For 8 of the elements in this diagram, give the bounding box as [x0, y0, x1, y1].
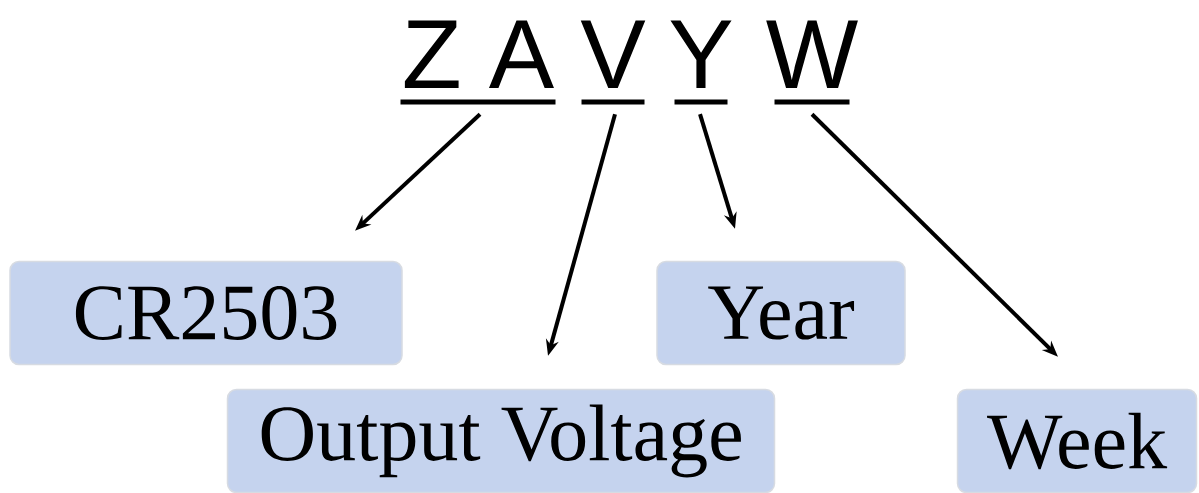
underlined-letters: Z A	[400, 20, 556, 105]
underlined-letters: Y	[670, 20, 732, 105]
label-box: Week	[956, 388, 1198, 493]
underlined-letters: V	[580, 20, 646, 105]
underlined-letters: W	[766, 20, 858, 105]
label-box: CR2503	[9, 260, 403, 366]
label-box: Output Voltage	[226, 388, 776, 493]
label-box: Year	[656, 260, 906, 366]
